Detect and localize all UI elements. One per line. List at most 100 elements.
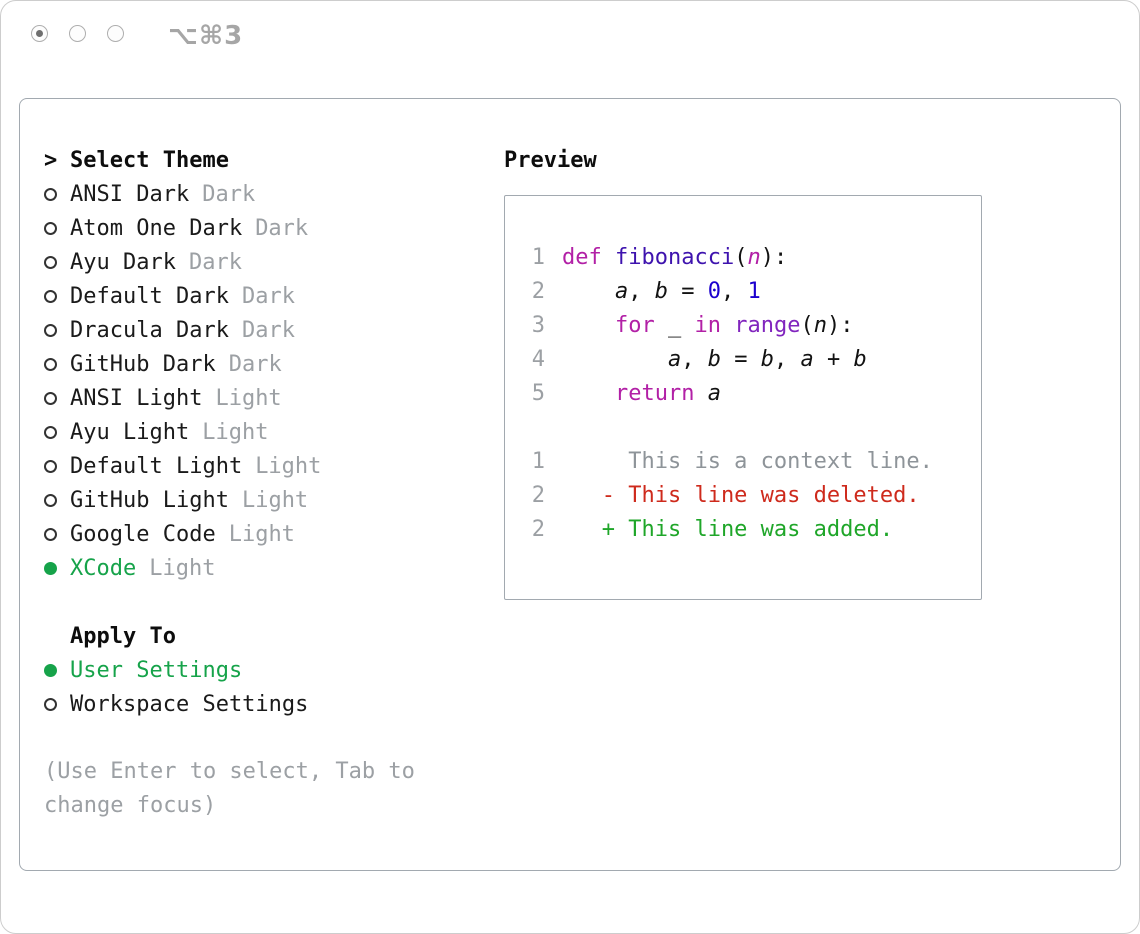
radio-unselected-icon <box>44 697 57 711</box>
line-number: 5 <box>531 380 545 406</box>
radio-unselected-icon <box>44 391 57 405</box>
variant-tag: Dark <box>202 181 256 207</box>
bullet-column <box>44 459 70 473</box>
code-line: 4 a, b = b, a + b <box>531 342 955 376</box>
radio-unselected-icon <box>44 527 57 541</box>
option-label: Atom One Dark <box>70 215 243 241</box>
option-label: Default Light <box>70 453 243 479</box>
apply-option-user-settings[interactable]: User Settings <box>44 653 484 687</box>
radio-unselected-icon <box>44 255 57 269</box>
bullet-column <box>44 561 70 575</box>
bullet-column <box>44 697 70 711</box>
line-number: 3 <box>531 312 545 338</box>
code-content: return a <box>614 380 721 406</box>
theme-option-github-dark[interactable]: GitHub Dark Dark <box>44 347 484 381</box>
radio-unselected-icon <box>44 323 57 337</box>
select-theme-title: Select Theme <box>70 147 229 173</box>
theme-option-ansi-light[interactable]: ANSI Light Light <box>44 381 484 415</box>
radio-unselected-icon <box>44 221 57 235</box>
window-close-button[interactable] <box>31 25 48 42</box>
option-label: Google Code <box>70 521 216 547</box>
apply-to-header: Apply To <box>44 619 484 653</box>
line-number: 1 <box>531 244 545 270</box>
option-label: Dracula Dark <box>70 317 229 343</box>
theme-option-default-light[interactable]: Default Light Light <box>44 449 484 483</box>
variant-tag: Dark <box>241 317 295 343</box>
radio-unselected-icon <box>44 493 57 507</box>
code-content: for _ in range(n): <box>614 312 854 338</box>
bullet-column <box>44 323 70 337</box>
code-line: 2 a, b = 0, 1 <box>531 274 955 308</box>
line-number: 1 <box>531 448 545 474</box>
keyboard-hint: (Use Enter to select, Tab to change focu… <box>44 759 415 818</box>
window-zoom-button[interactable] <box>107 25 124 42</box>
preview-title: Preview <box>504 147 597 173</box>
blank-line <box>531 410 955 444</box>
variant-tag: Light <box>202 419 269 445</box>
variant-tag: Dark <box>241 283 295 309</box>
theme-option-ayu-light[interactable]: Ayu Light Light <box>44 415 484 449</box>
variant-tag: Dark <box>188 249 242 275</box>
theme-option-atom-one-dark[interactable]: Atom One Dark Dark <box>44 211 484 245</box>
preview-box: 1 def fibonacci(n): 2 a, b = 0, 1 3 for _ i… <box>504 195 982 600</box>
option-label: XCode <box>70 555 137 581</box>
theme-option-github-light[interactable]: GitHub Light Light <box>44 483 484 517</box>
select-theme-header: > Select Theme <box>44 143 484 177</box>
theme-option-default-dark[interactable]: Default Dark Dark <box>44 279 484 313</box>
radio-unselected-icon <box>44 289 57 303</box>
variant-tag: Light <box>255 453 322 479</box>
code-line: 5 return a <box>531 376 955 410</box>
option-label: Ayu Dark <box>70 249 176 275</box>
variant-tag: Dark <box>255 215 309 241</box>
diff-line-added: 2 + This line was added. <box>531 512 955 546</box>
variant-tag: Light <box>149 555 216 581</box>
bullet-column <box>44 221 70 235</box>
diff-content: - This line was deleted. <box>562 482 920 508</box>
diff-line-context: 1 This is a context line. <box>531 444 955 478</box>
bullet-column <box>44 187 70 201</box>
traffic-lights <box>31 25 124 42</box>
theme-option-dracula-dark[interactable]: Dracula Dark Dark <box>44 313 484 347</box>
bullet-column <box>44 663 70 677</box>
bullet-column <box>44 527 70 541</box>
diff-line-deleted: 2 - This line was deleted. <box>531 478 955 512</box>
option-label: User Settings <box>70 657 243 683</box>
code-line: 1 def fibonacci(n): <box>531 240 955 274</box>
window-minimize-button[interactable] <box>69 25 86 42</box>
radio-selected-icon <box>44 561 57 575</box>
titlebar: ⌥⌘3 <box>1 1 1139 98</box>
line-number: 4 <box>531 346 545 372</box>
apply-option-workspace-settings[interactable]: Workspace Settings <box>44 687 484 721</box>
option-label: Default Dark <box>70 283 229 309</box>
option-label: GitHub Light <box>70 487 229 513</box>
variant-tag: Light <box>241 487 309 513</box>
theme-option-xcode[interactable]: XCode Light <box>44 551 484 585</box>
prompt-caret-icon: > <box>44 147 58 173</box>
option-label: Ayu Light <box>70 419 190 445</box>
line-number: 2 <box>531 516 545 542</box>
code-content: a, b = b, a + b <box>667 346 867 372</box>
radio-selected-icon <box>44 663 57 677</box>
bullet-column <box>44 357 70 371</box>
code-preview: 1 def fibonacci(n): 2 a, b = 0, 1 3 for _ i… <box>531 240 955 410</box>
diff-preview: 1 This is a context line.2 - This line w… <box>531 444 955 546</box>
variant-tag: Dark <box>228 351 282 377</box>
radio-unselected-icon <box>44 357 57 371</box>
diff-content: This is a context line. <box>562 448 933 474</box>
preview-column: Preview 1 def fibonacci(n): 2 a, b = 0, 1 3… <box>484 143 1096 826</box>
option-label: GitHub Dark <box>70 351 216 377</box>
bullet-column <box>44 425 70 439</box>
variant-tag: Light <box>215 385 282 411</box>
radio-unselected-icon <box>44 459 57 473</box>
option-label: ANSI Light <box>70 385 203 411</box>
diff-content: + This line was added. <box>562 516 894 542</box>
code-content: def fibonacci(n): <box>562 244 788 270</box>
theme-option-ayu-dark[interactable]: Ayu Dark Dark <box>44 245 484 279</box>
apply-to-title: Apply To <box>70 623 176 649</box>
